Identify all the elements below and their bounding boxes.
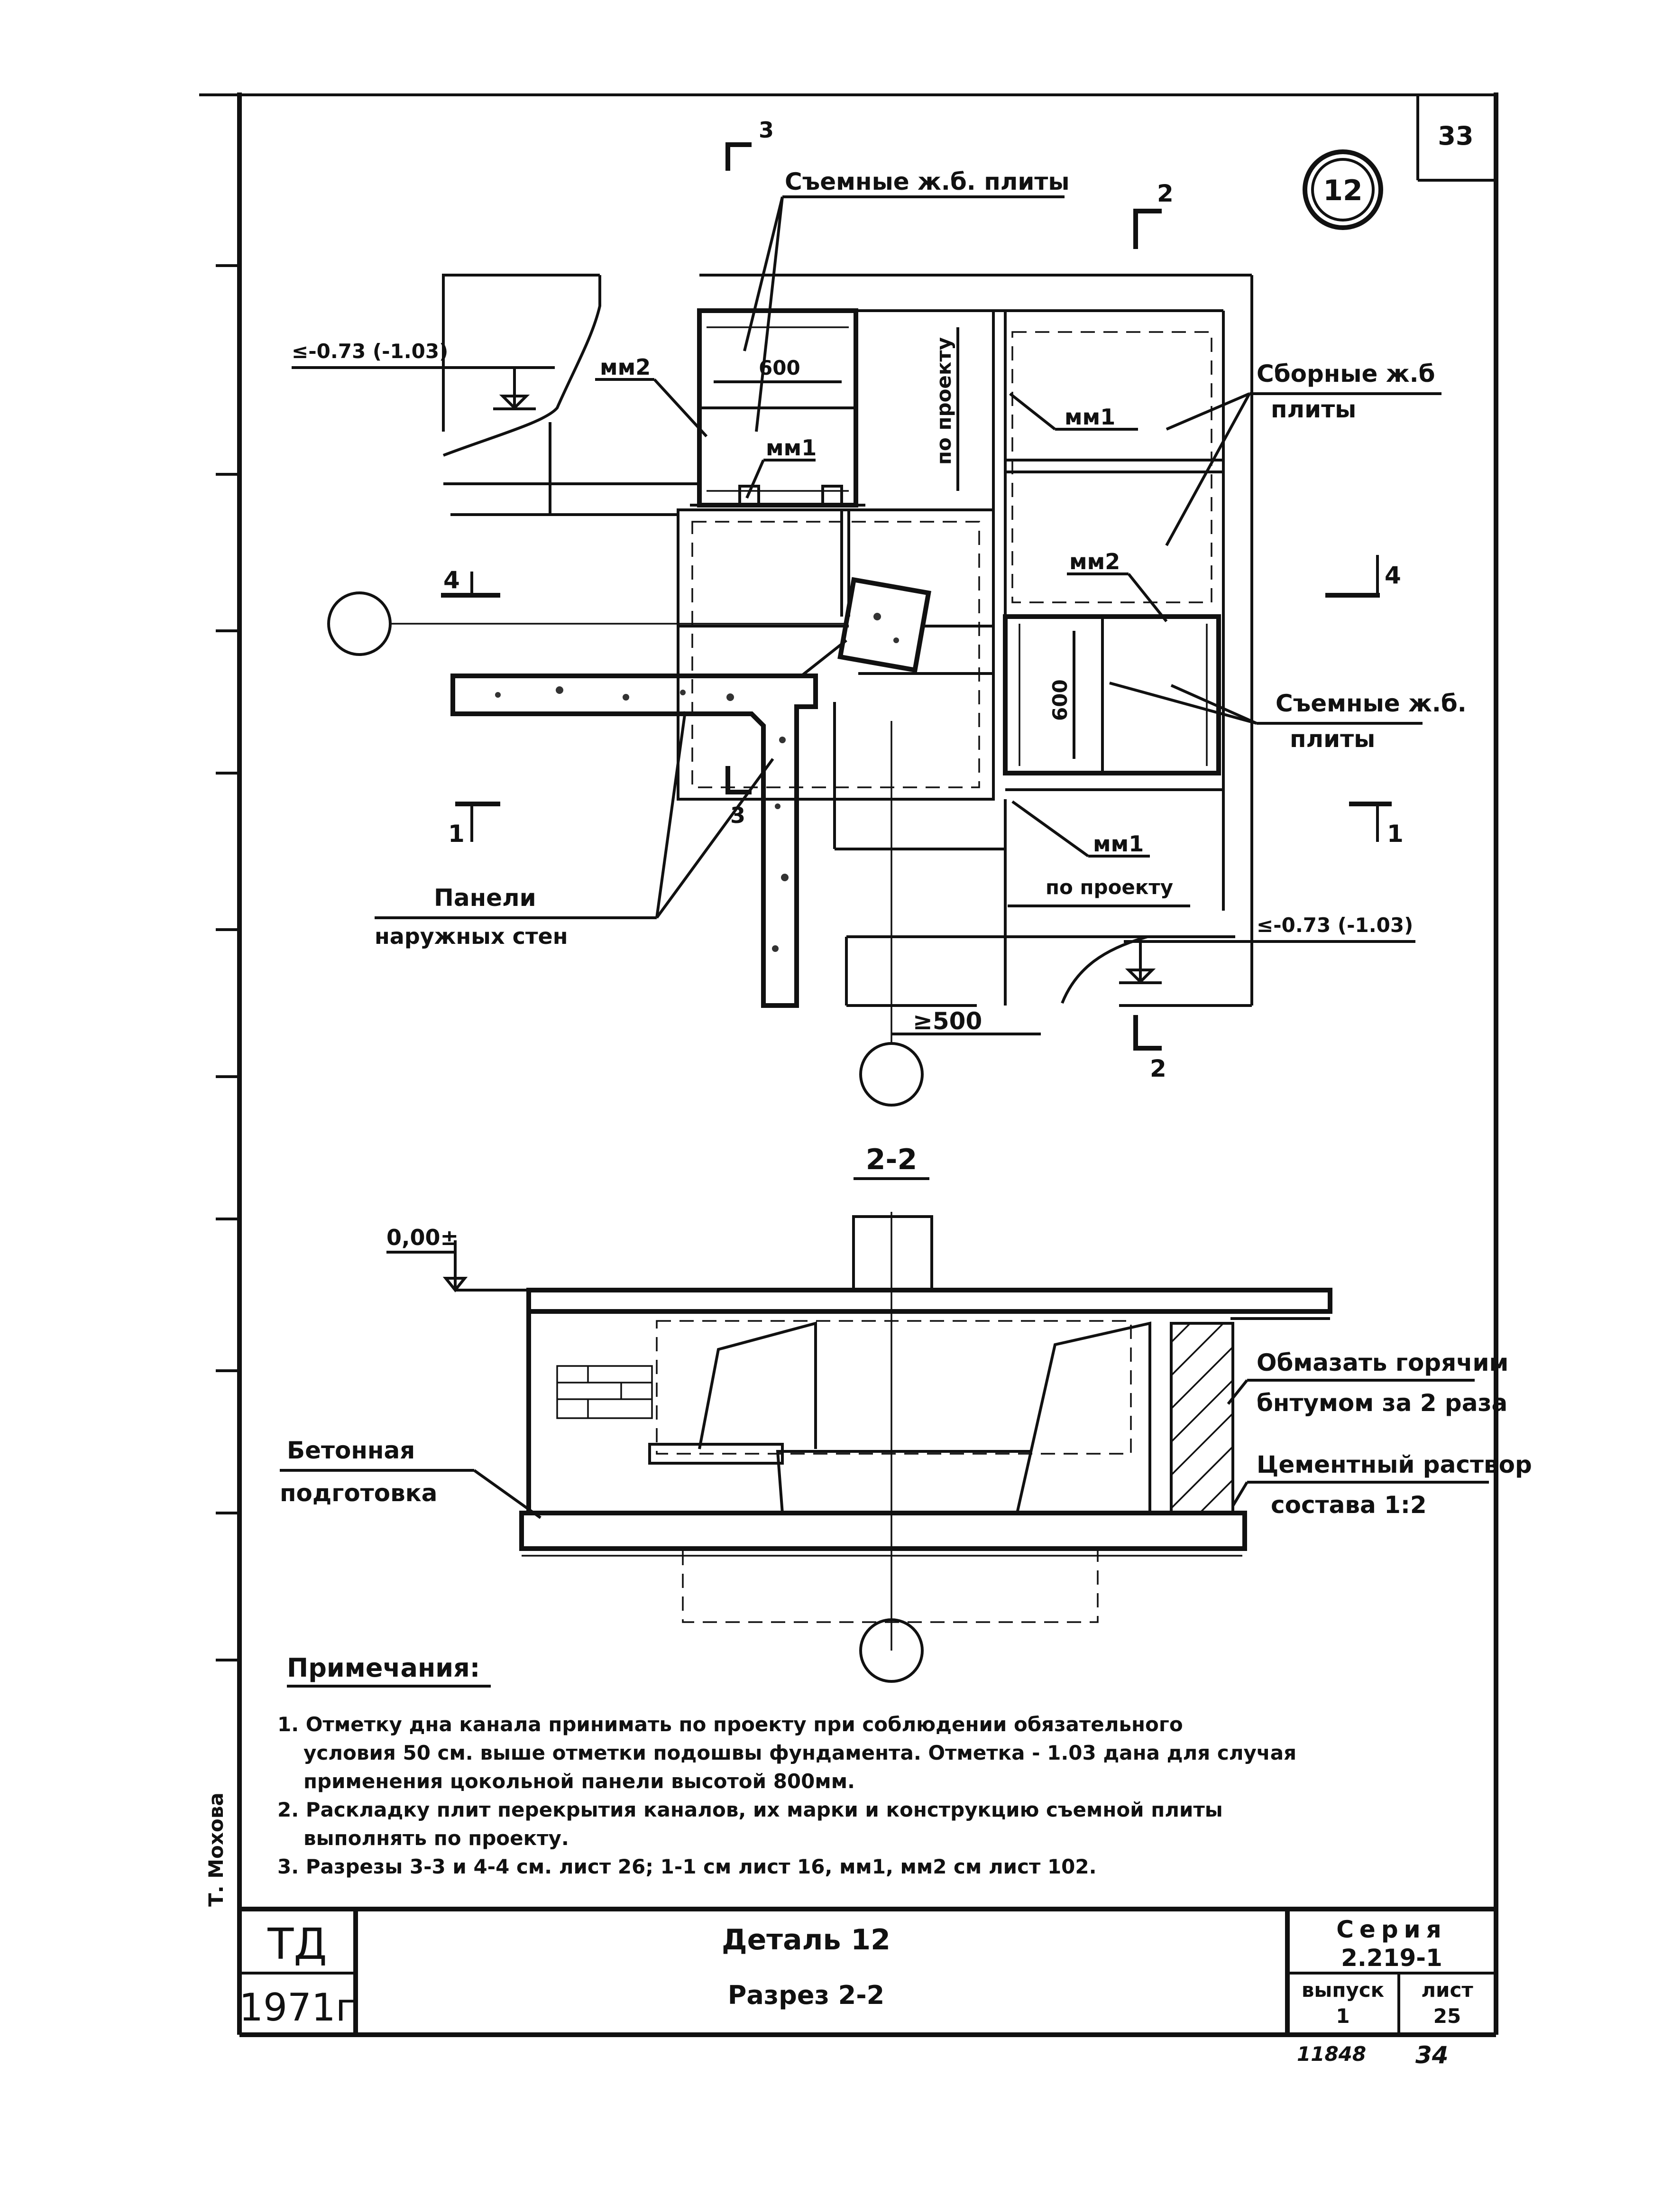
- footer-numbers: 11848 34: [1297, 2041, 1449, 2069]
- dimension-by-project-vertical: по проекту: [932, 327, 959, 491]
- svg-text:2: 2: [1157, 180, 1174, 207]
- svg-text:подготовка: подготовка: [280, 1479, 437, 1507]
- drawing-title: Деталь 12: [722, 1923, 890, 1956]
- svg-text:600: 600: [1048, 679, 1072, 721]
- label-removable-slabs-top: Съемные ж.б. плиты: [743, 168, 1070, 432]
- svg-text:бнтумом за 2 раза: бнтумом за 2 раза: [1257, 1389, 1507, 1417]
- cut-4: 4 4: [441, 555, 1401, 598]
- elevation-right: ≤-0.73 (-1.03): [1119, 914, 1415, 984]
- svg-text:3: 3: [759, 117, 774, 143]
- notes: Примечания: 1. Отметку дна канала приним…: [277, 1653, 1296, 1878]
- svg-text:мм2: мм2: [1069, 549, 1120, 574]
- svg-text:Съемные ж.б. плиты: Съемные ж.б. плиты: [785, 168, 1070, 195]
- note-line: условия 50 см. выше отметки подошвы фунд…: [303, 1741, 1296, 1764]
- sheet-label: лист: [1421, 1978, 1473, 2002]
- note-line: применения цокольной панели высотой 800м…: [303, 1770, 855, 1793]
- notes-heading: Примечания:: [287, 1653, 480, 1683]
- elevation-left: ≤-0.73 (-1.03): [292, 340, 555, 410]
- svg-text:плиты: плиты: [1271, 396, 1356, 423]
- svg-text:по проекту: по проекту: [1046, 876, 1173, 899]
- label-mm1-top: мм1: [745, 435, 817, 499]
- dimension-600-right: 600: [1048, 631, 1075, 759]
- label-mm2-top: мм2: [595, 354, 708, 438]
- year: 1971г: [239, 1985, 356, 2030]
- svg-text:4: 4: [1385, 562, 1401, 589]
- dimension-500: ≥500: [891, 1007, 1041, 1035]
- org-code: ТД: [267, 1919, 327, 1969]
- svg-text:1: 1: [448, 820, 465, 848]
- label-removable-slabs-right: Съемные ж.б. плиты: [1109, 682, 1467, 753]
- sheet-number: 25: [1433, 2004, 1461, 2028]
- label-cement: Цементный раствор состава 1:2: [1231, 1451, 1532, 1519]
- page-number: 33: [1438, 121, 1473, 151]
- section-2-2: 2-2 0,00±: [280, 1143, 1532, 1683]
- svg-text:4: 4: [443, 566, 460, 594]
- page-number-box: 33: [1416, 95, 1496, 182]
- svg-text:по проекту: по проекту: [932, 337, 955, 465]
- section-title: 2-2: [866, 1143, 917, 1176]
- note-line: 3. Разрезы 3-3 и 4-4 см. лист 26; 1-1 см…: [277, 1855, 1097, 1878]
- note-line: выполнять по проекту.: [303, 1827, 569, 1850]
- svg-text:мм2: мм2: [600, 354, 651, 380]
- svg-text:1: 1: [1387, 820, 1404, 848]
- page-index: 34: [1415, 2041, 1449, 2069]
- svg-text:≥500: ≥500: [913, 1007, 982, 1035]
- label-wall-panels: Панели наружных стен: [375, 711, 774, 949]
- svg-text:≤-0.73 (-1.03): ≤-0.73 (-1.03): [292, 340, 448, 363]
- dimension-600-top: 600: [714, 356, 842, 383]
- label-precast-slabs: Сборные ж.б плиты: [1165, 360, 1441, 546]
- label-mm1-right: мм1: [1009, 392, 1138, 431]
- note-line: 1. Отметку дна канала принимать по проек…: [277, 1713, 1183, 1736]
- svg-text:Сборные ж.б: Сборные ж.б: [1257, 360, 1435, 388]
- svg-text:Съемные ж.б.: Съемные ж.б.: [1276, 690, 1467, 717]
- note-line: 2. Раскладку плит перекрытия каналов, их…: [277, 1798, 1223, 1821]
- cut-1: 1 1: [448, 802, 1404, 848]
- svg-text:плиты: плиты: [1290, 725, 1375, 753]
- brick-hatch: [556, 1365, 653, 1419]
- series-number: 2.219-1: [1341, 1944, 1442, 1972]
- label-mm1-bottom: мм1: [1011, 800, 1150, 858]
- detail-mark: 12: [1303, 149, 1383, 230]
- svg-text:Цементный раствор: Цементный раствор: [1257, 1451, 1532, 1478]
- svg-text:≤-0.73 (-1.03): ≤-0.73 (-1.03): [1257, 914, 1413, 937]
- svg-text:Обмазать горячим: Обмазать горячим: [1257, 1349, 1508, 1376]
- svg-text:состава 1:2: состава 1:2: [1271, 1491, 1427, 1519]
- archive-number: 11848: [1297, 2042, 1366, 2066]
- dimension-by-project-horizontal: по проекту: [1008, 876, 1190, 907]
- svg-text:мм1: мм1: [1065, 404, 1115, 430]
- svg-text:мм1: мм1: [1093, 831, 1144, 857]
- label-bitumen: Обмазать горячим бнтумом за 2 раза: [1227, 1349, 1508, 1417]
- svg-text:наружных стен: наружных стен: [375, 923, 568, 949]
- label-mm2-right: мм2: [1067, 549, 1168, 622]
- svg-text:0,00±: 0,00±: [386, 1225, 459, 1250]
- axis-bubble-left: [327, 591, 392, 656]
- plan-view: 3 3 2 2 4 4 1 1 ≤-0.73 (-1.03: [292, 117, 1467, 1107]
- svg-text:Панели: Панели: [434, 884, 536, 912]
- issue-number: 1: [1336, 2004, 1350, 2028]
- svg-text:Бетонная: Бетонная: [287, 1437, 415, 1464]
- title-block: ТД 1971г Деталь 12 Разрез 2-2 Серия 2.21…: [239, 1907, 1496, 2035]
- axis-bubble-section: [859, 1618, 924, 1683]
- svg-text:2: 2: [1150, 1055, 1166, 1082]
- side-stamp: Т. Мохова: [204, 1792, 228, 1907]
- series-label: Серия: [1336, 1916, 1447, 1943]
- cut-2: 2 2: [1133, 180, 1174, 1082]
- svg-text:мм1: мм1: [766, 435, 817, 461]
- issue-label: выпуск: [1302, 1978, 1384, 2002]
- axis-bubble-bottom: [859, 1042, 924, 1107]
- label-concrete-prep: Бетонная подготовка: [280, 1437, 542, 1519]
- drawing-subtitle: Разрез 2-2: [728, 1980, 884, 2010]
- detail-mark-number: 12: [1323, 174, 1363, 207]
- cut-3: 3 3: [725, 117, 774, 828]
